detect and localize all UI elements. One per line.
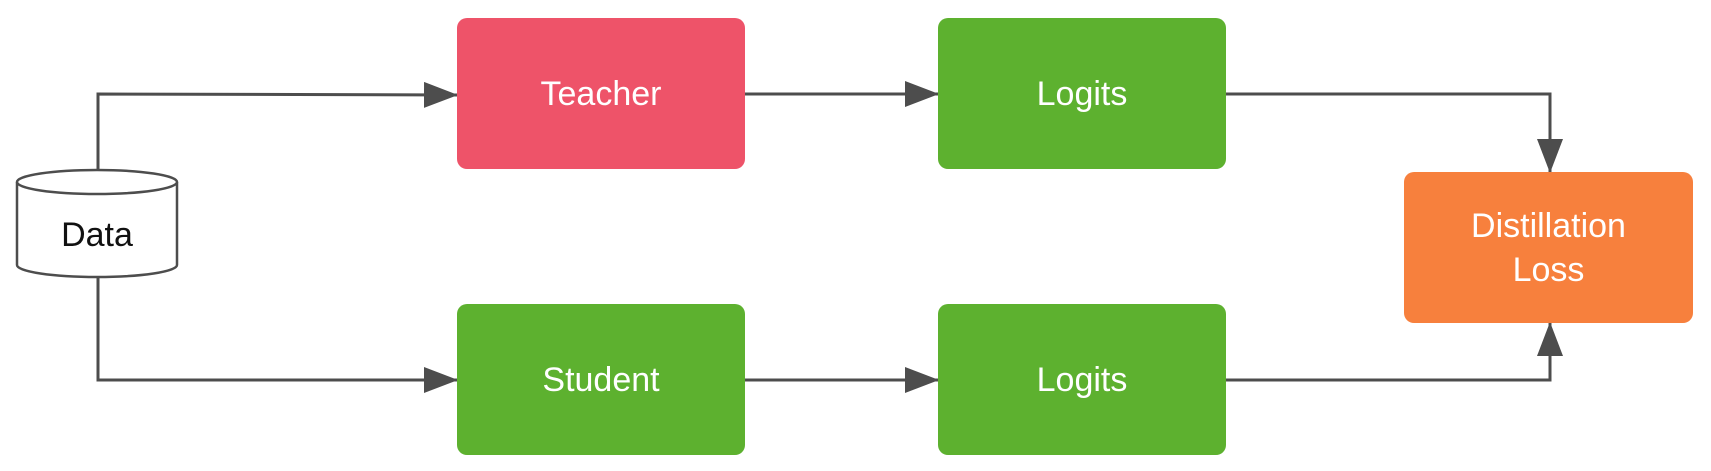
teacher-label: Teacher <box>540 74 662 113</box>
student-node: Student <box>457 304 745 455</box>
arrow-data-to-student <box>96 277 458 393</box>
student-logits-node: Logits <box>938 304 1226 455</box>
distillation-loss-node: Distillation Loss <box>1404 172 1693 323</box>
teacher-logits-node: Logits <box>938 18 1226 169</box>
data-label: Data <box>61 215 133 254</box>
distillation-loss-label-line2: Loss <box>1512 250 1585 289</box>
student-logits-label: Logits <box>1036 360 1128 399</box>
teacher-node: Teacher <box>457 18 745 169</box>
teacher-logits-label: Logits <box>1036 74 1128 113</box>
arrow-logits-bottom-to-loss <box>1226 322 1563 382</box>
student-label: Student <box>542 360 660 399</box>
distillation-loss-label-line1: Distillation <box>1471 206 1626 245</box>
arrow-logits-top-to-loss <box>1226 92 1563 173</box>
arrow-data-to-teacher <box>96 81 458 170</box>
